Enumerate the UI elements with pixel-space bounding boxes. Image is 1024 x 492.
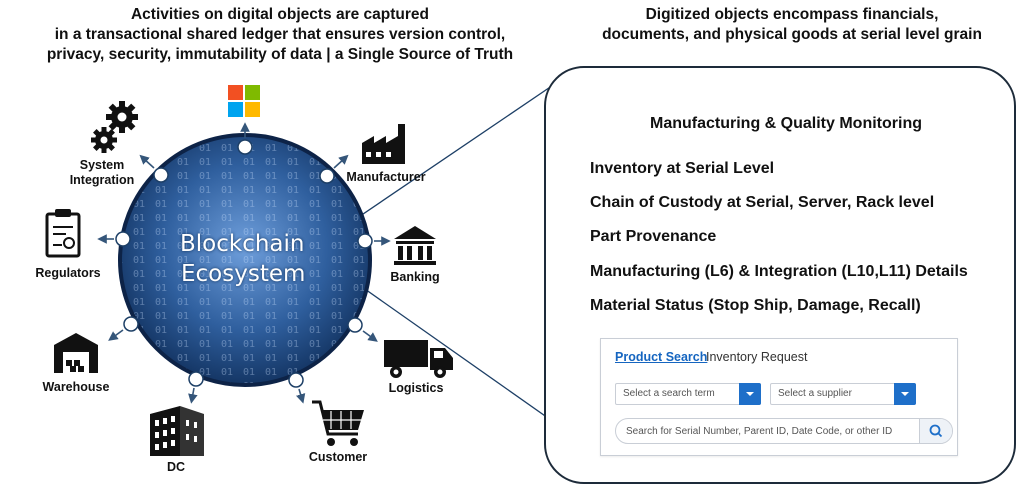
search-bar: [615, 418, 953, 444]
heading-line: documents, and physical goods at serial …: [602, 26, 982, 43]
node-dot: [188, 371, 204, 387]
node-label-line: System: [79, 158, 125, 172]
node-dot: [288, 372, 304, 388]
feature-item: Material Status (Stop Ship, Damage, Reca…: [590, 297, 921, 314]
node-label-banking: Banking: [390, 270, 440, 284]
search-icon: [929, 424, 943, 438]
heading-digitized: Digitized objects encompass financials, …: [560, 5, 1024, 45]
dropdown-button[interactable]: [894, 383, 916, 405]
node-label-logistics: Logistics: [388, 381, 444, 395]
cart-icon: [312, 400, 364, 446]
search-button[interactable]: [919, 419, 952, 443]
node-label-warehouse: Warehouse: [42, 380, 110, 394]
blockchain-circle: [118, 133, 372, 387]
heading-line: Digitized objects encompass financials,: [645, 6, 939, 23]
chevron-down-icon: [901, 392, 909, 396]
node-label-system-integration: System Integration: [62, 158, 142, 188]
node-label-manufacturer: Manufacturer: [346, 170, 426, 184]
node-label-dc: DC: [166, 460, 186, 474]
building-icon: [150, 406, 204, 456]
node-dot: [347, 317, 363, 333]
feature-item: Manufacturing (L6) & Integration (L10,L1…: [590, 263, 968, 280]
select-placeholder: Select a search term: [623, 388, 715, 399]
heading-line: Activities on digital objects are captur…: [130, 6, 430, 23]
search-term-select[interactable]: Select a search term: [615, 383, 761, 405]
heading-line: in a transactional shared ledger that en…: [54, 26, 506, 43]
supplier-select[interactable]: Select a supplier: [770, 383, 916, 405]
clipboard-icon: [45, 209, 81, 258]
node-dot: [319, 168, 335, 184]
tab-inventory-request[interactable]: Inventory Request: [706, 350, 808, 364]
node-label-customer: Customer: [308, 450, 368, 464]
gears-icon: [91, 101, 138, 153]
node-label-regulators: Regulators: [35, 266, 101, 280]
warehouse-icon: [54, 333, 98, 373]
panel-title: Manufacturing & Quality Monitoring: [650, 115, 922, 132]
node-dot: [153, 167, 169, 183]
feature-item: Part Provenance: [590, 228, 717, 245]
feature-item: Inventory at Serial Level: [590, 160, 775, 177]
node-arrows: [97, 122, 391, 404]
circle-title-line2: Ecosystem: [181, 261, 306, 287]
dropdown-button[interactable]: [739, 383, 761, 405]
search-input[interactable]: [626, 422, 911, 440]
factory-icon: [362, 124, 405, 164]
feature-item: Chain of Custody at Serial, Server, Rack…: [590, 194, 935, 211]
node-dot: [237, 139, 253, 155]
select-placeholder: Select a supplier: [778, 388, 852, 399]
truck-icon: [384, 340, 453, 378]
heading-ledger: Activities on digital objects are captur…: [0, 5, 560, 65]
node-dots: [115, 139, 373, 388]
circle-title-line1: Blockchain: [180, 231, 305, 257]
bank-icon: [394, 226, 436, 265]
chevron-down-icon: [746, 392, 754, 396]
node-label-line: Integration: [69, 173, 135, 187]
heading-line: privacy, security, immutability of data …: [46, 46, 514, 63]
windows-logo-icon: [228, 85, 260, 117]
node-dot: [123, 316, 139, 332]
tab-product-search[interactable]: Product Search: [615, 350, 708, 364]
product-search-widget: Product Search Inventory Request Select …: [600, 338, 958, 456]
node-dot: [115, 231, 131, 247]
node-dot: [357, 233, 373, 249]
